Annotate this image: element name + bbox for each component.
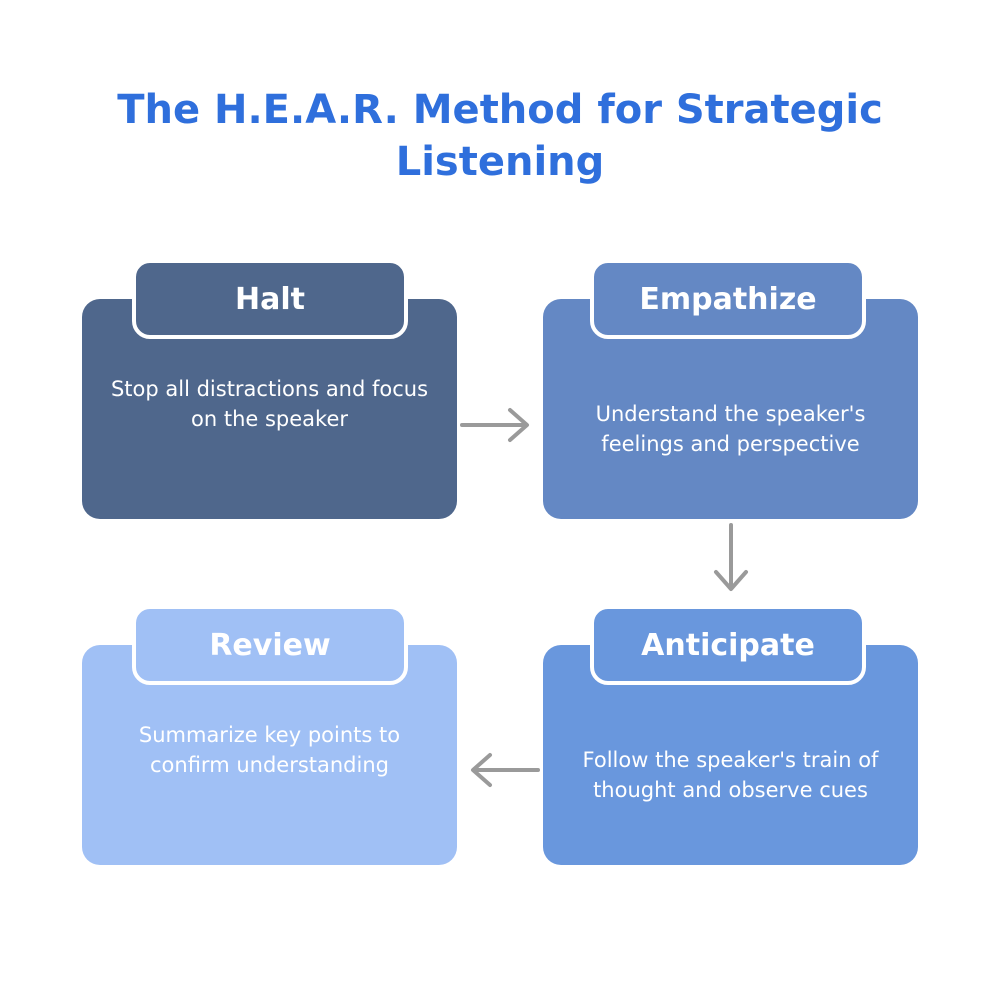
step-label-empathize: Empathize bbox=[639, 281, 817, 317]
step-label-anticipate: Anticipate bbox=[641, 627, 815, 663]
step-label-halt: Halt bbox=[235, 281, 305, 317]
step-label-tab-anticipate: Anticipate bbox=[590, 605, 866, 685]
diagram-title: The H.E.A.R. Method for Strategic Listen… bbox=[117, 87, 883, 185]
step-label-tab-empathize: Empathize bbox=[590, 259, 866, 339]
step-description-review: Summarize key points to confirm understa… bbox=[138, 723, 401, 777]
step-label-tab-review: Review bbox=[132, 605, 408, 685]
step-description-halt: Stop all distractions and focus on the s… bbox=[110, 377, 429, 431]
step-description-anticipate: Follow the speaker's train of thought an… bbox=[582, 748, 879, 802]
step-description-empathize: Understand the speaker's feelings and pe… bbox=[595, 402, 866, 456]
arrow-halt-to-empathize bbox=[460, 408, 529, 442]
arrow-anticipate-to-review bbox=[471, 753, 540, 787]
arrow-empathize-to-anticipate bbox=[714, 523, 748, 591]
step-label-review: Review bbox=[209, 627, 331, 663]
step-label-tab-halt: Halt bbox=[132, 259, 408, 339]
